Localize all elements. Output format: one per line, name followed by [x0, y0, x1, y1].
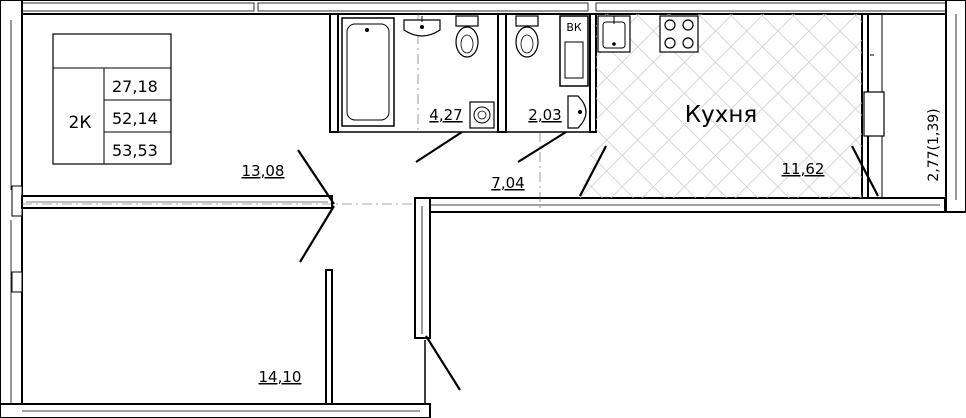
living-area-value: 27,18 — [112, 77, 158, 96]
riser-label: ВК — [566, 21, 582, 34]
hall-area: 7,04 — [491, 174, 524, 192]
wall-top — [7, 0, 959, 15]
door-bathroom — [415, 131, 463, 163]
kitchen-stove — [659, 15, 699, 53]
door-loggia — [851, 145, 879, 197]
door-bedroom2 — [299, 205, 335, 263]
door-bedroom1 — [297, 149, 335, 205]
toilet-room-wc — [515, 15, 539, 58]
kitchen-tile-floor — [580, 14, 862, 198]
riser-box: ВК — [559, 15, 589, 87]
toilet-area: 2,03 — [528, 106, 561, 124]
kitchen-area: 11,62 — [782, 160, 825, 178]
kitchen-sink — [597, 15, 631, 53]
wall-bath-toilet — [497, 13, 507, 133]
doors — [297, 131, 879, 391]
door-toilet — [517, 131, 567, 163]
door-kitchen — [579, 145, 607, 197]
bathroom-area: 4,27 — [429, 106, 462, 124]
guide-lines — [22, 14, 541, 212]
kitchen-name: Кухня — [685, 102, 757, 128]
bathroom-sink — [403, 16, 441, 37]
total-area-value: 52,14 — [112, 109, 158, 128]
wall-toilet-kitchen — [589, 13, 597, 133]
bedroom-bottom-area: 14,10 — [259, 368, 302, 386]
wall-bath-left — [329, 13, 339, 133]
wall-hall-right — [414, 197, 431, 339]
apartment-type-code: 2К — [69, 113, 92, 133]
loggia-details — [863, 14, 885, 198]
bathroom-toilet — [455, 15, 479, 58]
bathtub — [341, 17, 395, 127]
bedroom-top-area: 13,08 — [242, 162, 285, 180]
total-area-with-balcony-value: 53,53 — [112, 141, 158, 160]
wall-bedroom2-hall — [325, 269, 333, 405]
door-entrance — [425, 335, 461, 391]
toilet-room-sink — [567, 95, 587, 129]
loggia-area: 2,77(1,39) — [926, 108, 942, 181]
apartment-info-table: 2К 27,18 52,14 53,53 — [52, 33, 172, 165]
washing-machine — [469, 101, 495, 129]
room-labels: 13,08 14,10 4,27 2,03 7,04 Кухня 11,62 2… — [242, 102, 942, 386]
